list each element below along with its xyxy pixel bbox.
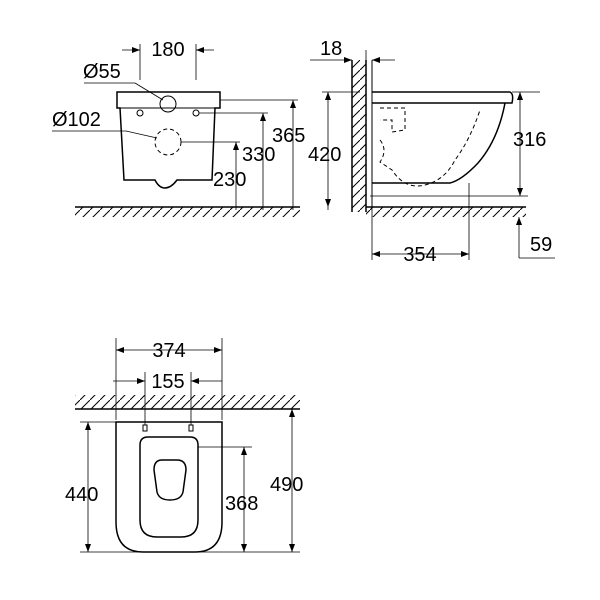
top-fixing-hole-right <box>188 424 194 432</box>
side-trap-dashed <box>379 107 481 187</box>
top-bowl-outline <box>115 421 223 553</box>
outlet-circle-dashed <box>154 128 182 156</box>
top-seat-inner <box>139 436 199 538</box>
dim-230: 230 <box>213 169 246 191</box>
side-floor-hatch <box>366 207 526 217</box>
dim-155: 155 <box>151 371 184 393</box>
front-fixing-hole-left <box>136 109 144 117</box>
dim-18: 18 <box>320 38 342 60</box>
side-seat <box>372 91 514 104</box>
water-inlet-circle <box>159 95 177 113</box>
dim-dia-55: Ø55 <box>83 61 121 83</box>
dim-440: 440 <box>65 484 98 506</box>
dim-368: 368 <box>225 493 258 515</box>
side-view: 18 420 316 354 59 <box>308 38 555 266</box>
dim-330: 330 <box>242 144 275 166</box>
top-wall-hatch <box>75 395 300 409</box>
dim-dia-102: Ø102 <box>52 109 101 131</box>
dim-354: 354 <box>403 244 436 266</box>
front-fixing-hole-right <box>192 109 200 117</box>
front-floor-hatch <box>75 207 300 217</box>
dim-490: 490 <box>270 474 303 496</box>
dim-374: 374 <box>152 340 185 362</box>
dim-316: 316 <box>513 129 546 151</box>
top-fixing-hole-left <box>142 424 148 432</box>
side-bowl-outline <box>372 102 506 184</box>
dim-420: 420 <box>308 144 341 166</box>
top-bowl-opening <box>153 459 187 501</box>
side-wall-hatch <box>352 60 366 212</box>
top-view: 374 155 440 368 490 <box>65 338 303 553</box>
dim-59: 59 <box>530 234 552 256</box>
front-view: 180 Ø55 Ø102 230 330 365 <box>52 39 305 217</box>
dim-365: 365 <box>272 125 305 147</box>
front-bowl-outline <box>116 91 221 189</box>
dim-180: 180 <box>151 39 184 61</box>
